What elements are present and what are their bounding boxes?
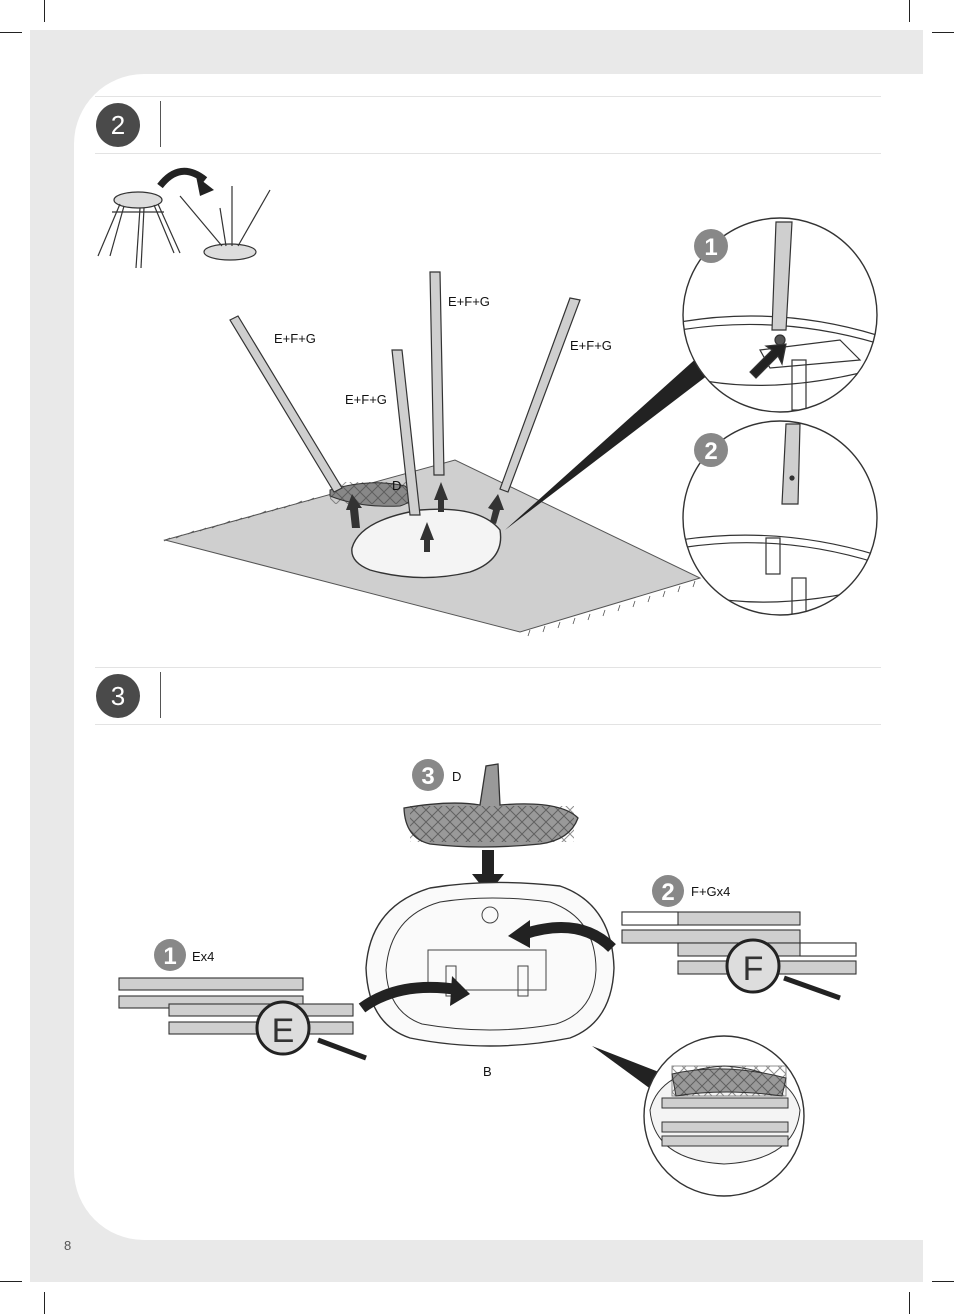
leg-label-d: E+F+G <box>570 338 612 353</box>
page-number: 8 <box>64 1238 71 1253</box>
item-1-label: Ex4 <box>192 949 214 964</box>
flip-thumbnail <box>98 186 270 268</box>
item-2-label: F+Gx4 <box>691 884 730 899</box>
leg-label-a: E+F+G <box>274 331 316 346</box>
leg-label-b: E+F+G <box>448 294 490 309</box>
magnifier-e-tag: E <box>272 1012 295 1050</box>
item-3-label: D <box>452 769 461 784</box>
item-3-number: 3 <box>421 763 434 790</box>
base-label: B <box>483 1064 492 1079</box>
magnifier-e-handle <box>318 1040 366 1058</box>
magnifier-f-handle <box>784 978 840 998</box>
seat-part-d-mesh <box>410 806 574 842</box>
detail-2-number: 2 <box>704 438 717 465</box>
tubes-e <box>119 978 353 1034</box>
seat-label: D <box>392 478 401 493</box>
item-1-number: 1 <box>163 943 176 970</box>
leg-label-c: E+F+G <box>345 392 387 407</box>
item-2-number: 2 <box>661 879 674 906</box>
detail-callout-wedge <box>505 355 712 530</box>
magnifier-f-tag: F <box>743 950 764 988</box>
detail-1-number: 1 <box>704 234 717 261</box>
